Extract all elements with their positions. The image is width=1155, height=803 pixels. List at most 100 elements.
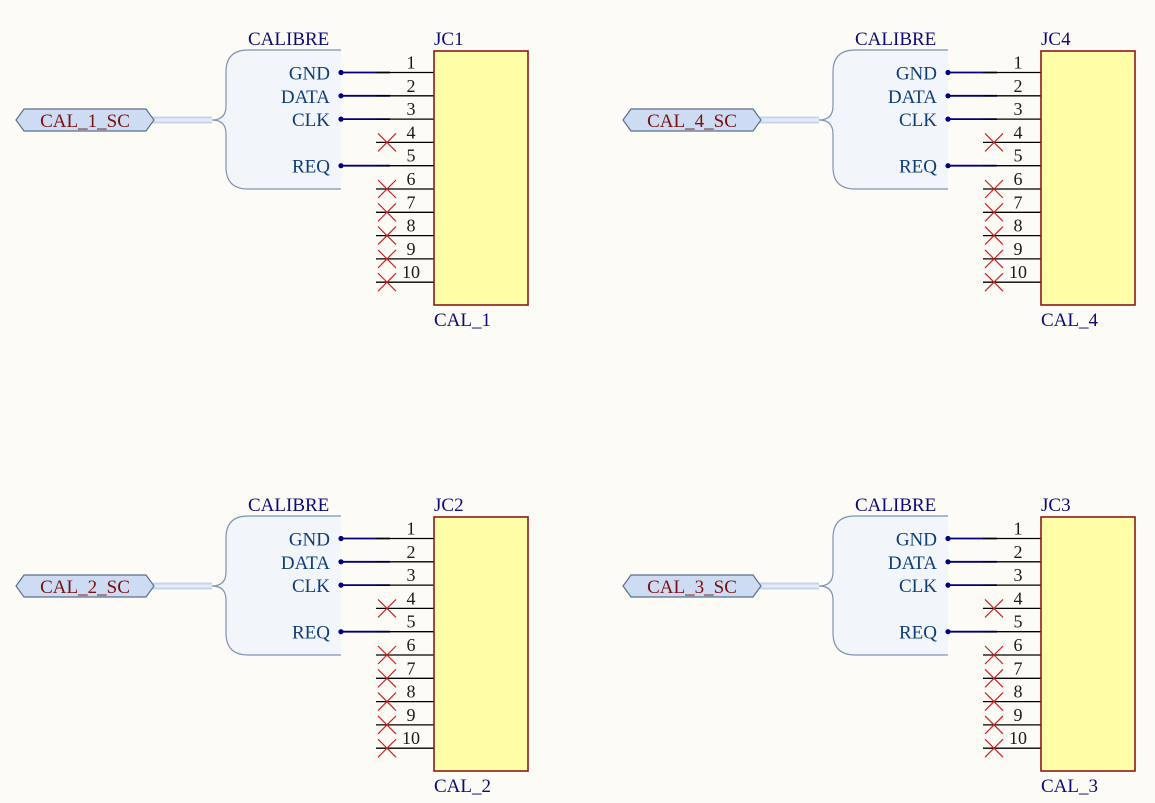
harness-entry-data: DATA: [281, 553, 330, 574]
connector-designator: JC3: [1041, 495, 1071, 516]
no-erc-marker: [984, 249, 1004, 269]
pin-number: 5: [407, 612, 416, 632]
pin-number: 8: [407, 216, 416, 236]
harness-port[interactable]: [15, 574, 155, 598]
connector-comment: CAL_1: [434, 310, 491, 331]
harness-entry-clk: CLK: [899, 110, 937, 131]
schematic-block-jc1: CALIBRECAL_1_SCGNDDATACLKREQ112233445566…: [15, 29, 529, 331]
wire-junction: [945, 535, 951, 542]
no-erc-marker: [984, 598, 1004, 618]
pin-number: 10: [1009, 262, 1027, 282]
pin-number: 9: [407, 239, 416, 259]
pin-number: 9: [407, 705, 416, 725]
harness-title: CALIBRE: [248, 495, 329, 516]
no-erc-marker: [377, 226, 397, 246]
no-erc-marker: [377, 272, 397, 292]
pin-number: 4: [407, 588, 416, 608]
no-erc-marker: [377, 179, 397, 199]
harness-entry-req: REQ: [899, 623, 937, 644]
no-erc-marker: [377, 692, 397, 712]
no-erc-marker: [984, 692, 1004, 712]
pin-number: 10: [1009, 728, 1027, 748]
schematic-block-jc3: CALIBRECAL_3_SCGNDDATACLKREQ112233445566…: [622, 495, 1136, 797]
wire-junction: [945, 629, 951, 635]
connector-body[interactable]: [433, 516, 529, 772]
pin-number: 1: [1014, 53, 1023, 73]
harness-port-label: CAL_2_SC: [40, 577, 130, 598]
harness-entry-data: DATA: [281, 87, 330, 108]
pin-number: 4: [1014, 588, 1023, 608]
harness-port[interactable]: [622, 574, 762, 598]
pin-number: 3: [407, 99, 416, 119]
pin-number: 1: [1014, 519, 1023, 539]
pin-number: 4: [1014, 122, 1023, 142]
harness-title: CALIBRE: [855, 29, 936, 50]
pin-number: 6: [407, 635, 416, 655]
no-erc-marker: [377, 738, 397, 758]
wire-junction: [945, 69, 951, 76]
schematic-block-jc4: CALIBRECAL_4_SCGNDDATACLKREQ112233445566…: [622, 29, 1136, 331]
harness-entry-data: DATA: [888, 87, 937, 108]
no-erc-marker: [984, 645, 1004, 665]
pin-number: 9: [1014, 239, 1023, 259]
pin-number: 2: [1014, 76, 1023, 96]
pin-number: 7: [1014, 192, 1023, 212]
harness-entry-req: REQ: [292, 157, 330, 178]
wire-junction: [945, 116, 951, 122]
no-erc-marker: [377, 645, 397, 665]
pin-number: 5: [1014, 612, 1023, 632]
harness-entry-req: REQ: [292, 623, 330, 644]
no-erc-marker: [984, 272, 1004, 292]
connector-body[interactable]: [433, 50, 529, 306]
pin-number: 5: [1014, 146, 1023, 166]
no-erc-marker: [377, 132, 397, 152]
no-erc-marker: [377, 598, 397, 618]
connector-body[interactable]: [1040, 516, 1136, 772]
no-erc-marker: [984, 668, 1004, 688]
harness-port[interactable]: [15, 108, 155, 132]
harness-entry-gnd: GND: [289, 530, 330, 551]
connector-designator: JC2: [434, 495, 464, 516]
harness-entry-req: REQ: [899, 157, 937, 178]
pin-number: 3: [1014, 99, 1023, 119]
connector-designator: JC1: [434, 29, 464, 50]
pin-number: 8: [1014, 682, 1023, 702]
pin-number: 8: [407, 682, 416, 702]
pin-number: 3: [1014, 565, 1023, 585]
harness-entry-clk: CLK: [899, 576, 937, 597]
wire-junction: [945, 582, 951, 588]
pin-number: 1: [407, 519, 416, 539]
pin-number: 9: [1014, 705, 1023, 725]
no-erc-marker: [984, 202, 1004, 222]
no-erc-marker: [377, 202, 397, 222]
harness-port-label: CAL_3_SC: [647, 577, 737, 598]
connector-body[interactable]: [1040, 50, 1136, 306]
harness-port[interactable]: [622, 108, 762, 132]
harness-entry-clk: CLK: [292, 576, 330, 597]
harness-entry-clk: CLK: [292, 110, 330, 131]
no-erc-marker: [377, 249, 397, 269]
wire-junction: [945, 559, 951, 565]
harness-port-label: CAL_1_SC: [40, 111, 130, 132]
pin-number: 2: [407, 542, 416, 562]
harness-entry-gnd: GND: [896, 530, 937, 551]
harness-port-label: CAL_4_SC: [647, 111, 737, 132]
harness-title: CALIBRE: [855, 495, 936, 516]
wire-junction: [338, 559, 344, 565]
pin-number: 6: [407, 169, 416, 189]
pin-number: 10: [402, 262, 420, 282]
wire-junction: [338, 582, 344, 588]
pin-number: 8: [1014, 216, 1023, 236]
pin-number: 7: [407, 658, 416, 678]
pin-number: 7: [407, 192, 416, 212]
no-erc-marker: [377, 668, 397, 688]
pin-number: 4: [407, 122, 416, 142]
wire-junction: [338, 163, 344, 169]
pin-number: 7: [1014, 658, 1023, 678]
wire-junction: [338, 116, 344, 122]
pin-number: 1: [407, 53, 416, 73]
no-erc-marker: [984, 179, 1004, 199]
connector-designator: JC4: [1041, 29, 1071, 50]
pin-number: 5: [407, 146, 416, 166]
